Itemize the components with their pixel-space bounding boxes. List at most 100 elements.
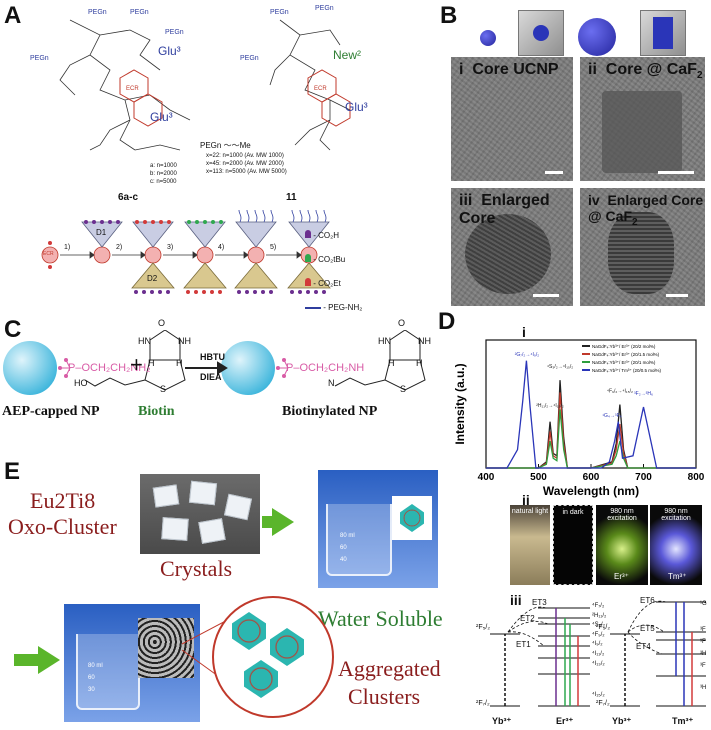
cluster-aggregate-circle <box>212 596 334 718</box>
peak-label: ²G₇/₂→⁴I₉/₂ <box>515 352 540 358</box>
peg-size-row: x=22: n=1000 (Av. MW 1000) <box>206 153 284 159</box>
x-axis-label: Wavelength (nm) <box>543 484 639 498</box>
scale-bar <box>666 294 688 297</box>
panel-b-label: B <box>440 2 458 29</box>
et4-label: ET4 <box>636 642 651 651</box>
product-label: Biotinylated NP <box>282 404 378 419</box>
tm-level: ³H <box>700 651 707 657</box>
er-level: ⁴F₉/₂ <box>592 631 605 638</box>
panel-a-label: A <box>4 2 22 29</box>
peg-text: PEGn <box>88 9 107 16</box>
photo-label: 980 nm excitation <box>661 508 691 522</box>
photo-label: in dark <box>562 509 584 516</box>
series-line <box>486 392 696 469</box>
step-5: 5) <box>270 244 277 251</box>
scale-bar <box>533 294 559 297</box>
crystal <box>223 493 253 521</box>
shell-cube-icon <box>640 10 686 56</box>
shell-sphere-icon <box>578 18 616 56</box>
arrow-right-icon <box>38 646 60 674</box>
ion-yb-2: Yb³⁺ <box>612 716 632 726</box>
particle <box>465 214 551 294</box>
co2et-icon <box>305 278 311 286</box>
beaker-marks: 80 ml 60 30 <box>88 660 103 696</box>
ecr-text: ECR <box>314 86 327 92</box>
er-level: ⁴I₁₅/₂ <box>592 692 605 699</box>
aggregated-label-2: Clusters <box>348 684 421 709</box>
reaction-scheme <box>3 330 426 395</box>
atom-o: O <box>398 318 406 328</box>
tem-texture <box>451 57 573 181</box>
peg-text: PEGn <box>240 55 259 62</box>
step-2: 2) <box>116 244 123 251</box>
sub-i-label: i <box>522 324 526 340</box>
panel-c-label: C <box>4 316 22 343</box>
beaker-icon <box>326 504 392 576</box>
peg-size-row: x=45: n=2000 (Av. MW 2000) <box>206 161 284 167</box>
atom-nh: NH <box>418 336 431 346</box>
tem-inset <box>138 618 194 678</box>
x-tick-label: 600 <box>583 472 600 483</box>
yb-level-lower: ²F₇/₂ <box>476 700 490 707</box>
d1-label: D1 <box>96 228 107 237</box>
variant-row: b: n=2000 <box>150 171 177 177</box>
cond-diea: DIEA <box>200 372 222 382</box>
plus-sign: + <box>130 352 143 377</box>
er-level: ⁴F₇/₂ <box>592 603 605 609</box>
glu-right: Glu³ <box>345 100 368 114</box>
reagent2-label: Biotin <box>138 404 175 419</box>
linker-product-text: P–OCH₂CH₂NH <box>286 362 365 374</box>
atom-h: H <box>388 358 395 368</box>
core-sphere-icon <box>480 30 496 46</box>
photo-ion: Tm³⁺ <box>668 572 687 581</box>
glu-left-top: Glu³ <box>158 44 181 58</box>
panel-a-structures: PEGn PEGn PEGn PEGn PEGn PEGn PEGn ECR E… <box>30 5 351 151</box>
cond-hbtu: HBTU <box>200 352 225 362</box>
variant-row: a: n=1000 <box>150 163 177 169</box>
beaker-marks: 80 ml 60 40 <box>340 530 355 566</box>
aggregated-label-1: Aggregated <box>338 656 441 681</box>
cluster-icon <box>270 628 304 666</box>
x-tick-label: 700 <box>635 472 652 483</box>
cluster-icon <box>232 612 266 650</box>
photo-tm-excitation: 980 nm excitation Tm³⁺ <box>650 505 702 585</box>
variants: a: n=1000 b: n=2000 c: n=5000 <box>150 162 177 186</box>
co2h-icon <box>305 230 311 238</box>
photo-natural-light: natural light <box>510 505 550 585</box>
atom-hn: HN <box>138 336 151 346</box>
peak-label: ⁴S₃/₂→⁴I₁₅/₂ <box>547 364 573 370</box>
peg-text: PEGn <box>270 9 289 16</box>
peg-nh2-icon <box>305 306 321 309</box>
cluster-icon <box>244 660 278 698</box>
tem-image-ii: ii Core @ CaF2 <box>580 57 705 181</box>
legend-entry: NaGdF₄:Yb³⁺/ Tm³⁺ (20/0.5 mol%) <box>592 368 662 373</box>
np-sphere-product <box>221 341 275 395</box>
atom-hn: HN <box>378 336 391 346</box>
legend-entry: NaGdF₄:Yb³⁺/ Er³⁺ (20/1.5 mol%) <box>592 352 660 357</box>
crystals-photo <box>140 474 260 554</box>
peak-label: ³F₂→³H₆ <box>634 391 653 397</box>
beaker-mark: 60 <box>88 675 95 681</box>
ion-tm: Tm³⁺ <box>672 716 694 726</box>
crystal <box>188 480 218 506</box>
step-3: 3) <box>167 244 174 251</box>
energy-diagram <box>490 600 706 707</box>
scale-bar <box>545 171 563 174</box>
particle <box>608 212 674 294</box>
panel-d-label: D <box>438 308 456 335</box>
beaker-mark: 80 ml <box>340 533 355 539</box>
et5-label: ET5 <box>640 624 655 633</box>
scale-bar <box>658 171 694 174</box>
yb-level-lower: ²F₇/₂ <box>596 700 610 707</box>
new-label: New² <box>333 48 362 62</box>
beaker-icon <box>76 634 140 710</box>
er-levels: ⁴F₇/₂ ²H₁₁/₂ ⁴S₃/₂ ⁴F₉/₂ ⁴I₉/₂ ⁴I₁₁/₂ ⁴I… <box>592 602 606 701</box>
y-axis-label: Intensity (a.u.) <box>453 363 467 444</box>
co2tbu-icon <box>305 254 311 262</box>
series-line <box>486 409 696 469</box>
x-tick-label: 500 <box>530 472 547 483</box>
peg-chain-label: PEGn ～～Me <box>200 141 251 150</box>
aggregated-photo <box>64 604 200 722</box>
ecr-text: ECR <box>126 86 139 92</box>
yb-level-upper: ²F₅/₂ <box>476 624 491 631</box>
